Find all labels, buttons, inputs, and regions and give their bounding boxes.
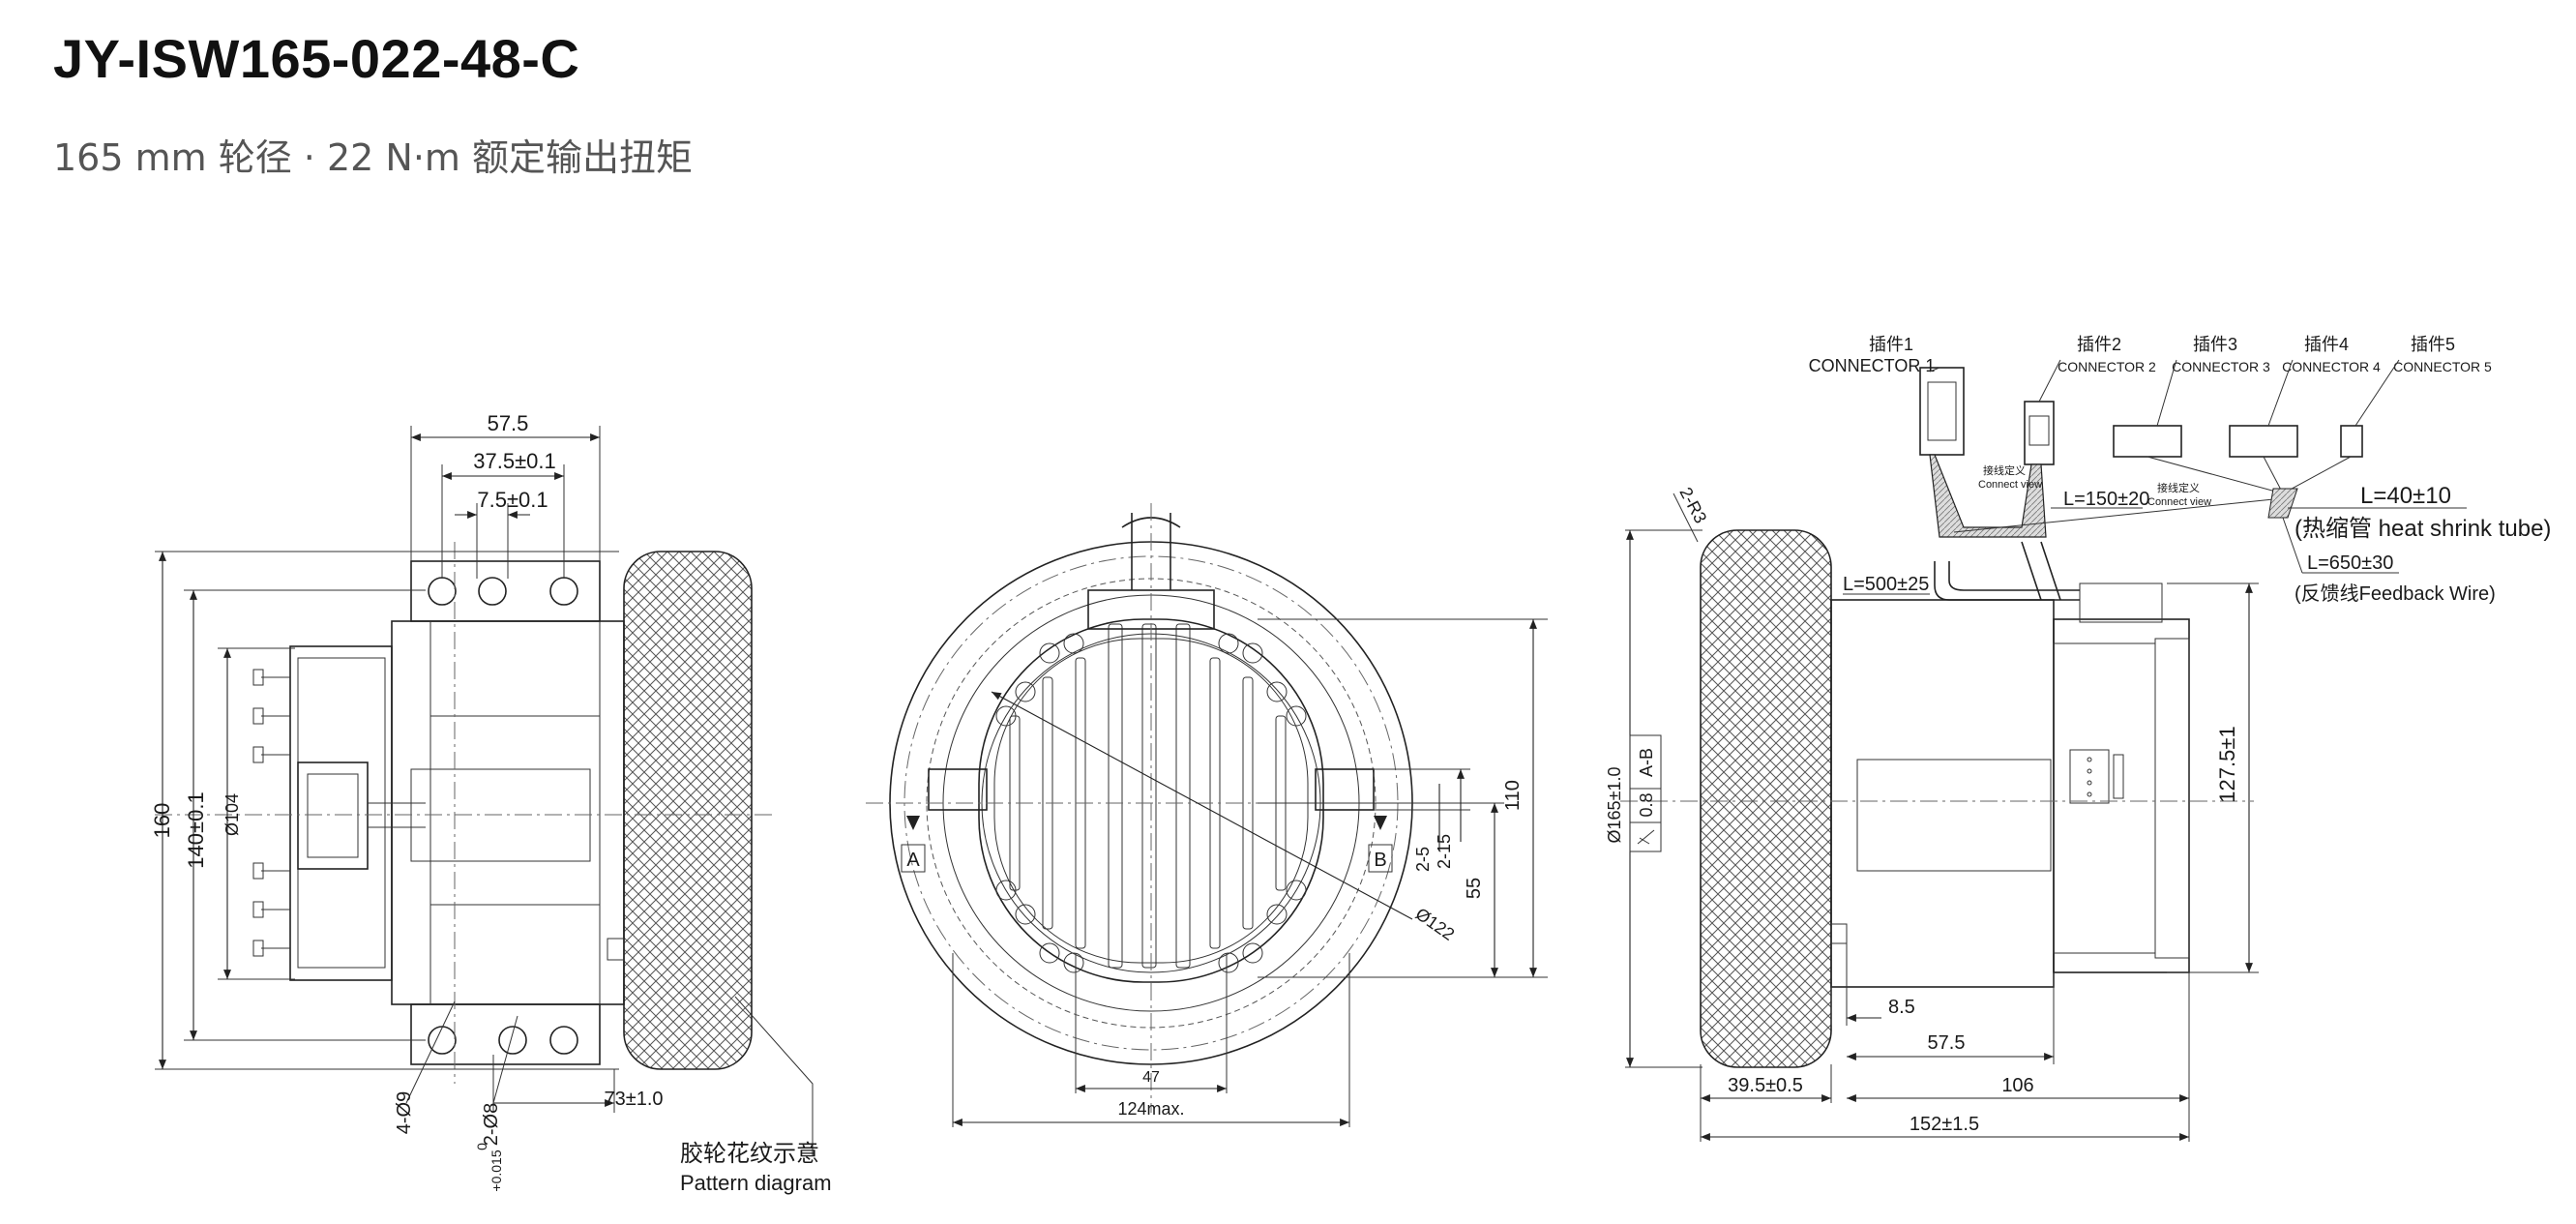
mount-hole [428,1026,457,1055]
connect-view2-en: Connect view [2147,496,2211,508]
connector-3-label-cn: 插件3 [2193,335,2237,354]
radius-callout: 2-R3 [1675,484,1710,526]
dim-127-5: 127.5±1 [2215,726,2239,802]
page-title: JY-ISW165-022-48-C [53,28,580,89]
length-40: L=40±10 [2360,483,2451,509]
length-500: L=500±25 [1843,574,1929,595]
connect-view-en: Connect view [1978,479,2042,491]
dim-57-5-right: 57.5 [1928,1032,1966,1054]
driver-housing [2053,618,2190,973]
mount-hole [549,577,578,606]
motor-body [391,620,625,1005]
connector-2-label-cn: 插件2 [2077,335,2121,354]
runout-datum: A-B [1637,748,1656,777]
dim-160: 160 [150,803,174,839]
connector-1-label-en: CONNECTOR 1 [1809,356,1936,375]
mount-ear-left [928,768,988,811]
hole-tolerance-lower: 0 [474,1143,489,1150]
left-view: 57.5 37.5±0.1 7.5±0.1 160 140±0.1 Ø104 7… [150,411,832,1195]
connector-2-label-en: CONNECTOR 2 [2058,359,2156,374]
connector-4-label-cn: 插件4 [2304,335,2349,354]
datum-a: A [906,850,920,871]
dim-2-5: 2-5 [1413,847,1433,872]
dim-d122: Ø122 [1412,904,1459,944]
dim-d165: Ø165±1.0 [1605,767,1624,844]
dim-8-5: 8.5 [1888,997,1915,1018]
mount-hole [549,1026,578,1055]
datum-b: B [1374,850,1386,871]
feedback-label: (反馈线Feedback Wire) [2295,582,2496,605]
length-650: L=650±30 [2307,552,2393,574]
connector-1-body [1919,367,1965,456]
connector-4-body [2229,425,2298,458]
dim-140: 140±0.1 [184,791,208,868]
dim-2-15: 2-15 [1435,834,1454,869]
page-subtitle: 165 mm 轮径 · 22 N·m 额定输出扭矩 [53,136,693,179]
mount-hole [428,577,457,606]
dim-7-5: 7.5±0.1 [477,488,548,512]
mount-ear-right [1315,768,1375,811]
dim-73: 73±1.0 [604,1089,663,1110]
mount-hole [498,1026,527,1055]
connect-view2-cn: 接线定义 [2157,481,2200,494]
right-view: 插件1 CONNECTOR 1 插件2 CONNECTOR 2 插件3 CONN… [1605,335,2551,1142]
connector-5-label-cn: 插件5 [2411,335,2455,354]
runout-value: 0.8 [1637,792,1656,817]
dim-47: 47 [1142,1069,1160,1086]
dim-57-5: 57.5 [488,411,529,435]
dim-124: 124max. [1117,1099,1184,1119]
middle-view: Ø122 A B 110 55 2-15 2-5 47 124max. [866,503,1548,1127]
connector-block [297,761,369,870]
dim-39-5: 39.5±0.5 [1728,1075,1803,1096]
length-150: L=150±20 [2063,489,2149,510]
connector-5-body [2340,425,2363,458]
connector-3-label-en: CONNECTOR 3 [2172,359,2270,374]
hole-callout-4: 4-Ø9 [394,1091,415,1134]
connector-5-label-en: CONNECTOR 5 [2393,359,2492,374]
wheel-tread-side [1700,529,1832,1068]
dim-106: 106 [2001,1075,2033,1096]
hole-tolerance-upper: +0.015 [489,1149,504,1191]
dim-110: 110 [1502,780,1524,811]
connector-4-label-en: CONNECTOR 4 [2282,359,2381,374]
connector-3-body [2113,425,2182,458]
connect-view-cn: 接线定义 [1983,463,2026,477]
dim-d104: Ø104 [222,793,242,836]
heat-shrink-label: (热缩管 heat shrink tube) [2295,516,2551,542]
dim-55: 55 [1464,878,1485,899]
driver-cap [289,645,393,981]
connector-1-label-cn: 插件1 [1869,335,1913,354]
inner-plate [978,618,1324,983]
motor-body-side [1830,599,2055,988]
mount-hole [478,577,507,606]
hole-callout-2: 2-Ø8 [481,1103,502,1146]
wheel-tread [623,551,753,1070]
dim-37-5: 37.5±0.1 [473,449,555,473]
pattern-label-cn: 胶轮花纹示意 [680,1141,819,1167]
pattern-label-en: Pattern diagram [680,1171,832,1195]
dim-152: 152±1.5 [1910,1114,1979,1135]
